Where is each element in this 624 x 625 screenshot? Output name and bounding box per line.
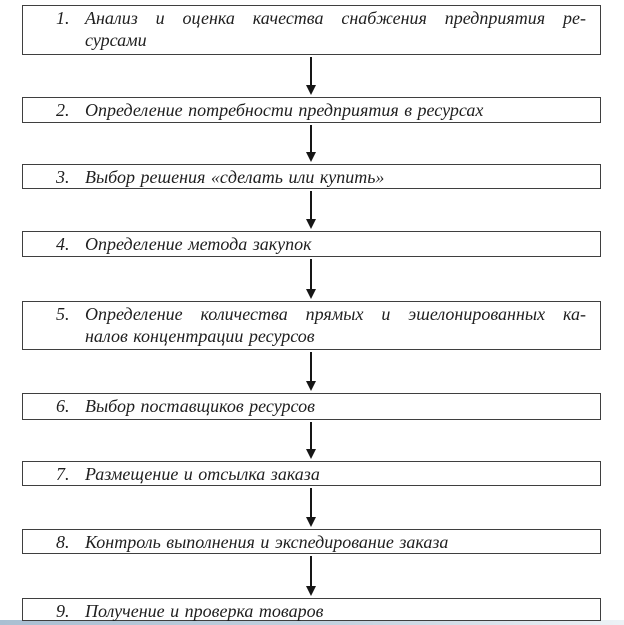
step-text: Выбор поставщиков ресурсов (85, 395, 586, 417)
step-text-line: Анализ и оценка качества снабжения предп… (85, 8, 586, 28)
step-number: 7. (56, 464, 70, 484)
step-text: Определение потребности предприятия в ре… (85, 99, 586, 121)
step-number: 5. (56, 304, 70, 324)
flow-step-2: 2. Определение потребности предприятия в… (22, 97, 601, 123)
down-arrow (301, 352, 321, 391)
step-text: Получение и проверка товаров (85, 600, 586, 622)
step-number: 2. (56, 100, 70, 120)
step-text: Определение метода закупок (85, 233, 586, 255)
step-number: 4. (56, 234, 70, 254)
step-text: Анализ и оценка качества снабжения предп… (85, 7, 586, 51)
step-text-line: Выбор поставщиков ресурсов (85, 396, 315, 416)
flow-step-4: 4. Определение метода закупок (22, 231, 601, 257)
flow-step-8: 8. Контроль выполнения и экспедирование … (22, 529, 601, 554)
flow-step-3: 3. Выбор решения «сделать или купить» (22, 164, 601, 189)
step-text-line: Определение метода закупок (85, 234, 312, 254)
down-arrow (301, 191, 321, 229)
flow-step-7: 7. Размещение и отсылка заказа (22, 461, 601, 486)
step-text: Контроль выполнения и экспедирование зак… (85, 531, 586, 553)
down-arrow (301, 125, 321, 162)
step-number: 3. (56, 167, 70, 187)
step-text: Определение количества прямых и эшелонир… (85, 303, 586, 347)
step-number: 1. (56, 8, 70, 28)
down-arrow (301, 422, 321, 459)
page-edge-strip (0, 620, 624, 625)
down-arrow (301, 57, 321, 95)
down-arrow (301, 259, 321, 299)
flow-step-5: 5. Определение количества прямых и эшело… (22, 301, 601, 350)
step-text-line: налов концентрации ресурсов (85, 326, 315, 346)
step-text: Размещение и отсылка заказа (85, 463, 586, 485)
step-text-line: Определение потребности предприятия в ре… (85, 100, 484, 120)
down-arrow (301, 488, 321, 527)
flow-step-9: 9. Получение и проверка товаров (22, 598, 601, 621)
step-number: 8. (56, 532, 70, 552)
step-text-line: Размещение и отсылка заказа (85, 464, 320, 484)
step-text: Выбор решения «сделать или купить» (85, 166, 586, 188)
flow-step-1: 1. Анализ и оценка качества снабжения пр… (22, 5, 601, 55)
down-arrow (301, 556, 321, 596)
flow-step-6: 6. Выбор поставщиков ресурсов (22, 393, 601, 420)
step-number: 6. (56, 396, 70, 416)
step-text-line: Выбор решения «сделать или купить» (85, 167, 385, 187)
step-text-line: Получение и проверка товаров (85, 601, 324, 621)
step-number: 9. (56, 601, 70, 621)
step-text-line: Определение количества прямых и эшелонир… (85, 304, 586, 324)
step-text-line: сурсами (85, 30, 147, 50)
step-text-line: Контроль выполнения и экспедирование зак… (85, 532, 449, 552)
